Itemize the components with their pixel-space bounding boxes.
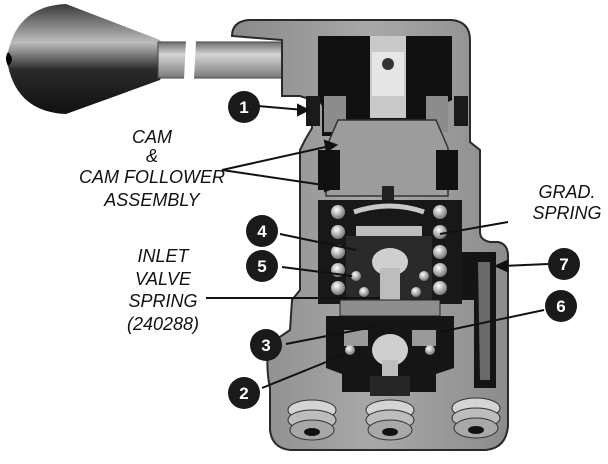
handle-shaft [157, 41, 189, 79]
svg-text:CAM FOLLOWER: CAM FOLLOWER [79, 167, 225, 187]
top-chamber [306, 36, 468, 136]
lower-valve-chamber [326, 316, 454, 396]
port-center [365, 399, 415, 441]
svg-text:&: & [146, 146, 158, 166]
svg-text:(240288): (240288) [127, 314, 199, 334]
callout-3: 3 [250, 329, 282, 361]
callout-2: 2 [228, 377, 260, 409]
svg-text:CAM: CAM [132, 127, 172, 147]
svg-text:6: 6 [556, 297, 565, 316]
svg-text:VALVE: VALVE [135, 269, 192, 289]
label-inlet-valve-spring: INLET VALVE SPRING (240288) [127, 246, 199, 334]
svg-text:2: 2 [239, 384, 248, 403]
cam-follower-assembly [318, 119, 458, 200]
label-grad-spring: GRAD. SPRING [532, 182, 601, 223]
inlet-valve-assembly [339, 236, 441, 317]
label-cam-follower: CAM & CAM FOLLOWER ASSEMBLY [79, 127, 225, 210]
callout-5: 5 [246, 250, 278, 282]
leader-lines [206, 103, 549, 389]
svg-text:SPRING: SPRING [128, 291, 197, 311]
svg-text:4: 4 [257, 222, 267, 241]
svg-text:5: 5 [257, 257, 266, 276]
svg-text:GRAD.: GRAD. [538, 182, 595, 202]
port-right [451, 397, 501, 439]
handle-shaft-2 [193, 41, 287, 79]
callout-1: 1 [228, 91, 260, 123]
callout-4: 4 [246, 215, 278, 247]
svg-text:3: 3 [261, 336, 270, 355]
callout-7: 7 [548, 248, 580, 280]
svg-text:7: 7 [559, 255, 568, 274]
svg-text:SPRING: SPRING [532, 203, 601, 223]
svg-text:1: 1 [239, 98, 248, 117]
port-left [287, 399, 337, 441]
callout-6: 6 [545, 290, 577, 322]
handle-knob [6, 4, 166, 114]
svg-text:ASSEMBLY: ASSEMBLY [103, 190, 201, 210]
exhaust-passage [462, 252, 496, 388]
svg-text:INLET: INLET [137, 246, 190, 266]
